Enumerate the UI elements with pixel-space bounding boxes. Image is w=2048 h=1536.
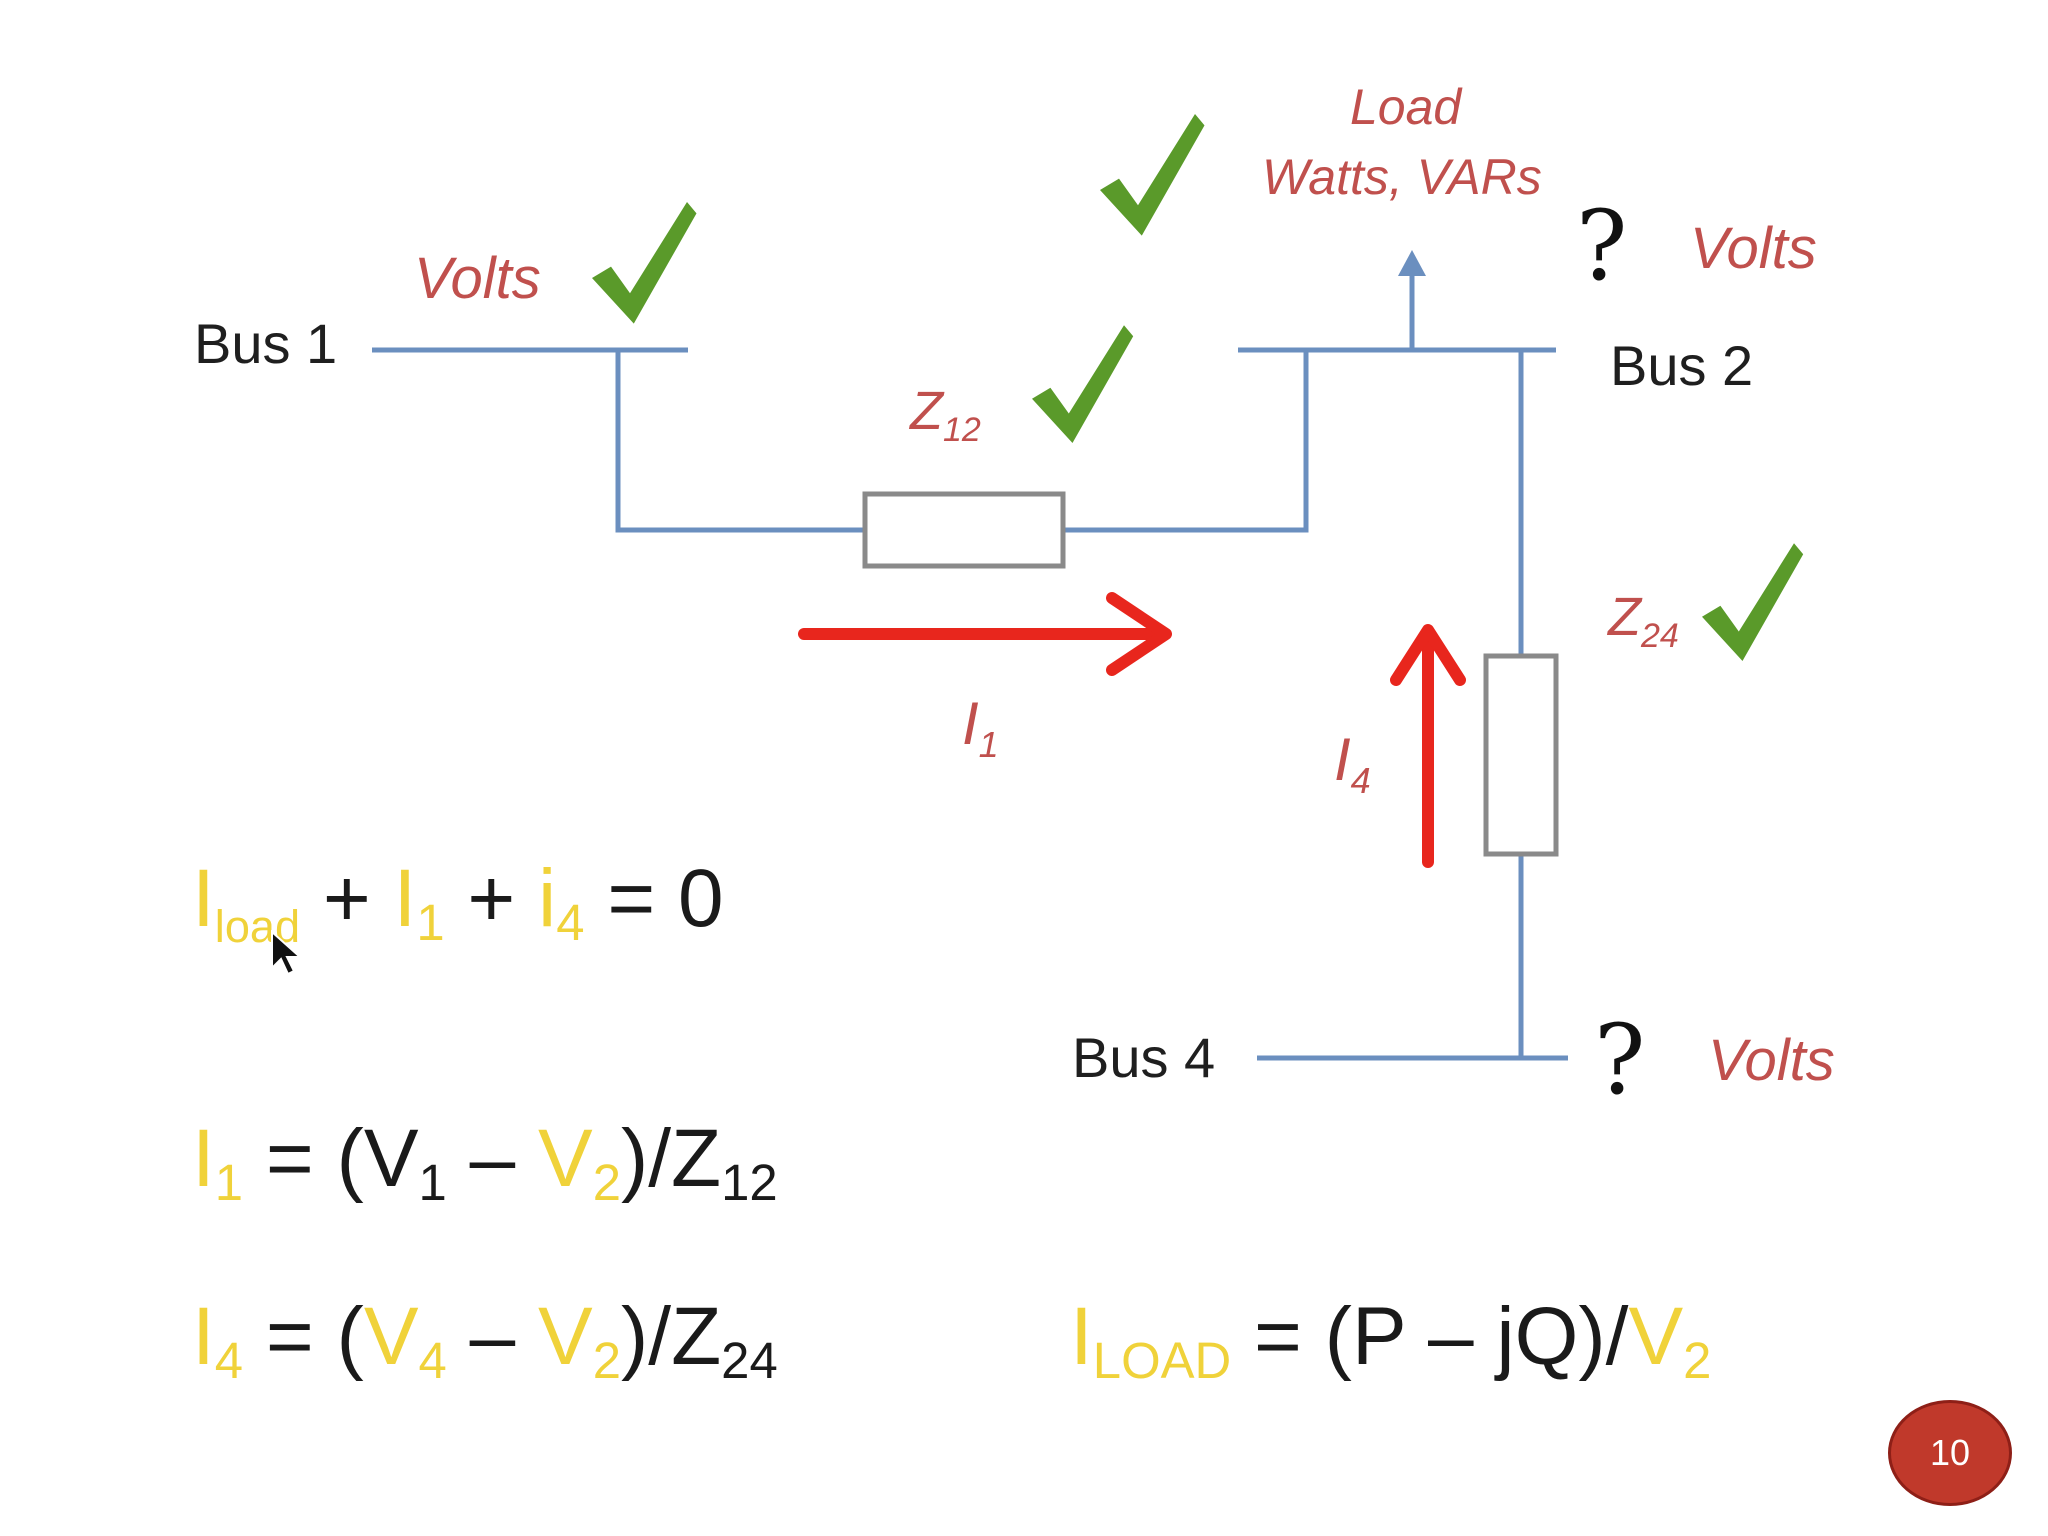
resistor-z24-icon bbox=[1483, 653, 1559, 857]
volts-bus4-label: Volts bbox=[1708, 1028, 1835, 1093]
load-arrow-icon bbox=[1398, 250, 1426, 276]
current-arrow-i1-icon bbox=[798, 592, 1172, 676]
iload-equation: ILOAD = (P – jQ)/V2 bbox=[1070, 1291, 1712, 1390]
wiring bbox=[372, 268, 1568, 1061]
check-icon bbox=[1032, 325, 1134, 443]
i4-label: I4 bbox=[1334, 726, 1371, 801]
z12-label: Z12 bbox=[910, 381, 981, 449]
current-arrow-i4-icon bbox=[1390, 624, 1466, 868]
page-number-badge: 10 bbox=[1888, 1400, 2012, 1506]
load-label: Load bbox=[1350, 79, 1462, 135]
i1-label: I1 bbox=[962, 690, 999, 765]
line-12-left bbox=[615, 350, 865, 533]
check-icon bbox=[1100, 114, 1205, 236]
bus4-label: Bus 4 bbox=[1072, 1026, 1216, 1089]
line-12-right bbox=[1063, 350, 1309, 533]
unknown-bus4-icon: ? bbox=[1594, 1004, 1646, 1116]
check-icon bbox=[592, 202, 697, 324]
i1-equation: I1 = (V1 – V2)/Z12 bbox=[192, 1113, 778, 1212]
watts-vars-label: Watts, VARs bbox=[1262, 149, 1542, 205]
z24-label: Z24 bbox=[1608, 587, 1679, 655]
bus1-label: Bus 1 bbox=[194, 312, 338, 375]
cursor-icon bbox=[271, 930, 303, 976]
bus2-label: Bus 2 bbox=[1610, 334, 1754, 397]
i4-equation: I4 = (V4 – V2)/Z24 bbox=[192, 1291, 778, 1390]
unknown-bus2-icon: ? bbox=[1576, 190, 1628, 302]
volts-bus1-label: Volts bbox=[414, 246, 541, 311]
resistor-z12-icon bbox=[862, 491, 1066, 569]
kcl-equation: Iload + I1 + i4 = 0 bbox=[192, 853, 724, 952]
volts-bus2-label: Volts bbox=[1690, 216, 1817, 281]
check-icon bbox=[1702, 543, 1804, 661]
